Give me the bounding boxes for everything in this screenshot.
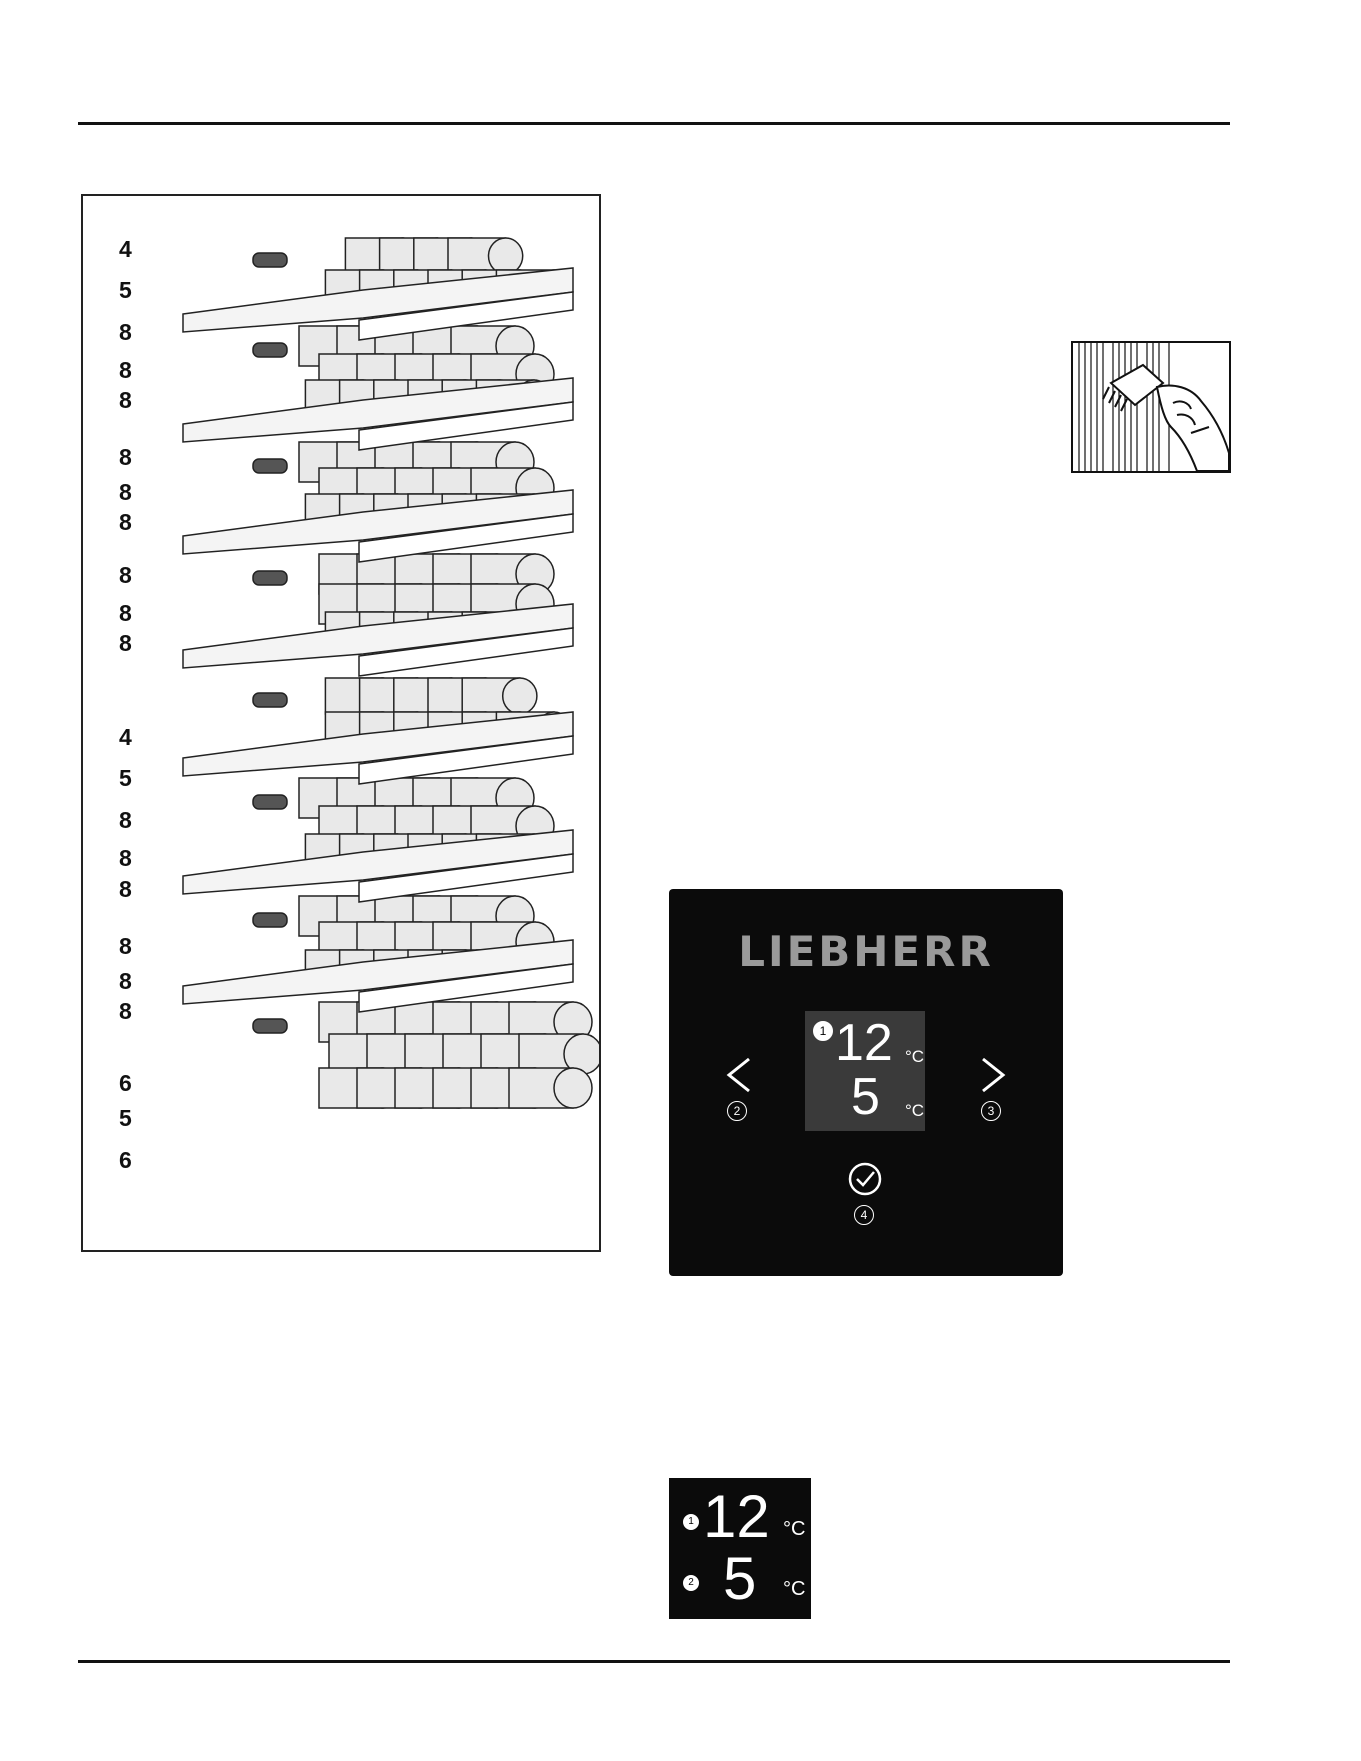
callout-2: 2: [727, 1101, 747, 1121]
shelf-row-label: 4: [119, 236, 132, 263]
zone-lower-unit: °C: [783, 1578, 805, 1601]
zone-temperature-display: 1 12 °C 2 5 °C: [669, 1478, 811, 1619]
shelf-row-label: 8: [119, 876, 132, 903]
shelf-row-label: 8: [119, 479, 132, 506]
zone-upper-unit: °C: [783, 1518, 805, 1541]
shelf-row-label: 8: [119, 357, 132, 384]
shelf-row-label: 5: [119, 1105, 132, 1132]
callout-lower: 2: [683, 1575, 699, 1591]
brush-cleaning-icon: [1071, 341, 1231, 473]
upper-zone-temperature: 12: [835, 1013, 893, 1073]
shelf-row-label: 5: [119, 277, 132, 304]
chevron-left-icon[interactable]: [725, 1057, 753, 1093]
shelf-row-label: 6: [119, 1070, 132, 1097]
lower-zone-temperature: 5: [851, 1067, 880, 1127]
lower-zone-unit: °C: [905, 1101, 924, 1121]
shelf-row-label: 4: [119, 724, 132, 751]
shelf-row-label: 8: [119, 562, 132, 589]
shelf-row-label: 8: [119, 444, 132, 471]
shelf-row-label: 6: [119, 1147, 132, 1174]
shelf-row-label: 8: [119, 630, 132, 657]
shelf-row-label: 8: [119, 509, 132, 536]
shelf-row-label: 8: [119, 807, 132, 834]
callout-1: 1: [813, 1021, 833, 1041]
temperature-display: 1 12 °C 5 °C: [805, 1011, 925, 1131]
shelf-row-label: 8: [119, 387, 132, 414]
brand-logo: LIEBHERR: [669, 927, 1063, 976]
bottle-illustration: [83, 196, 599, 1250]
shelf-row-label: 8: [119, 600, 132, 627]
wine-shelf-figure: 4 5 8 8 8 8 8 8 8 8 8 4 5 8 8 8 8 8 8 6 5 6: [81, 194, 601, 1252]
shelf-row-label: 8: [119, 319, 132, 346]
callout-upper: 1: [683, 1514, 699, 1530]
header-rule: [78, 122, 1230, 125]
shelf-row-label: 8: [119, 968, 132, 995]
zone-lower-temperature: 5: [723, 1544, 756, 1613]
shelf-row-label: 5: [119, 765, 132, 792]
callout-3: 3: [981, 1101, 1001, 1121]
callout-4: 4: [854, 1205, 874, 1225]
shelf-row-label: 8: [119, 998, 132, 1025]
shelf-row-label: 8: [119, 845, 132, 872]
chevron-right-icon[interactable]: [979, 1057, 1007, 1093]
check-circle-icon[interactable]: [847, 1161, 883, 1197]
zone-upper-temperature: 12: [703, 1482, 770, 1551]
shelf-row-label: 8: [119, 933, 132, 960]
control-panel: LIEBHERR 1 12 °C 5 °C 2 3 4: [669, 889, 1063, 1276]
upper-zone-unit: °C: [905, 1047, 924, 1067]
footer-rule: [78, 1660, 1230, 1663]
